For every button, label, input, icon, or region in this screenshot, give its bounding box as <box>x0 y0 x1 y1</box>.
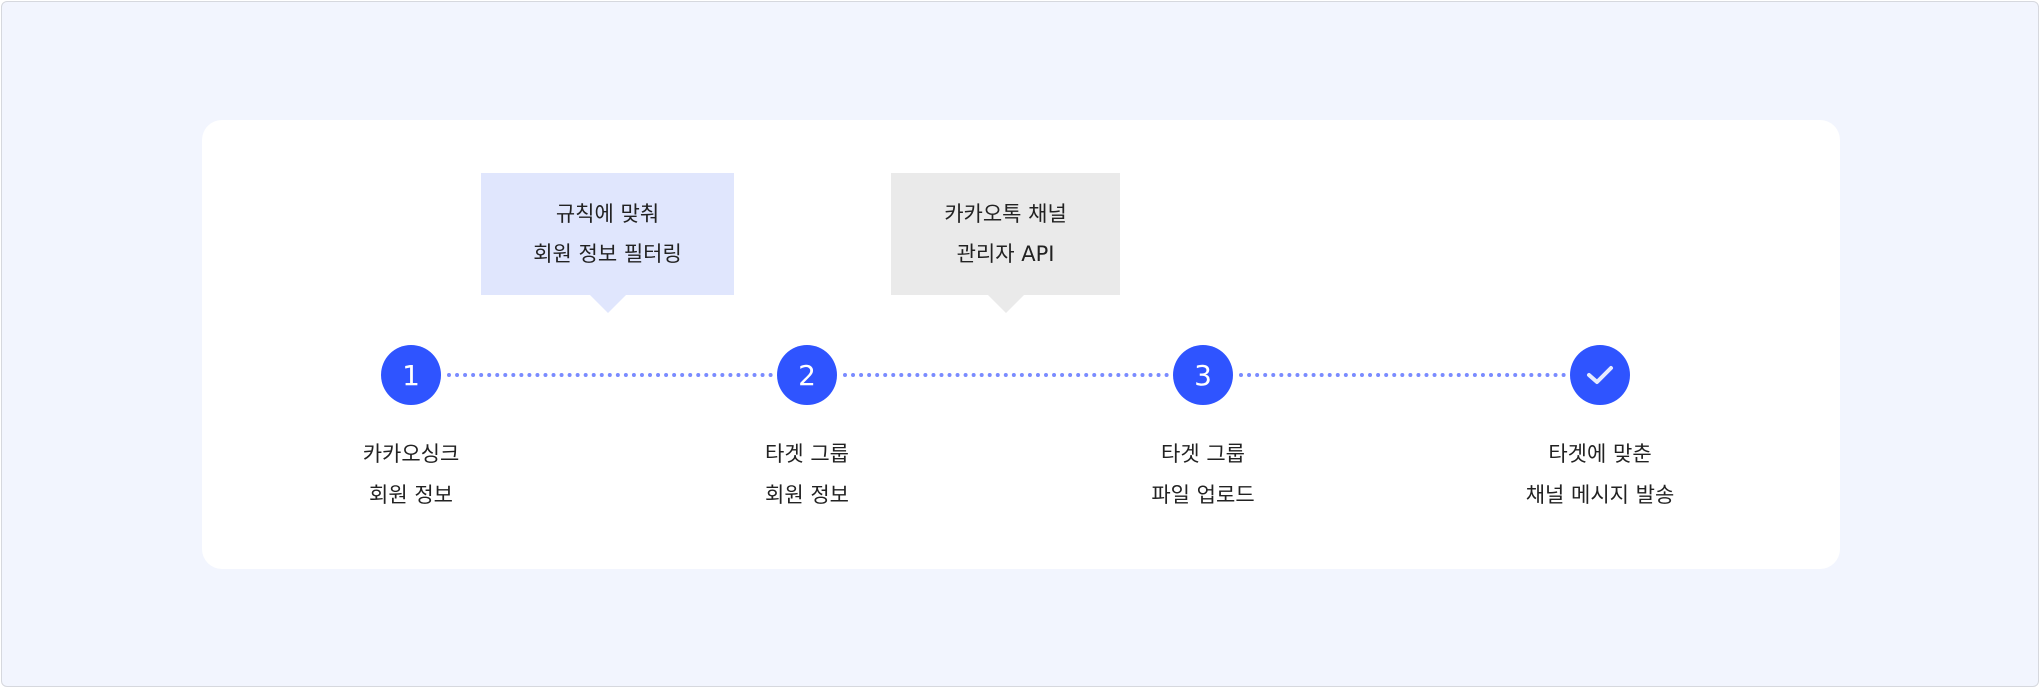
connector-3-4 <box>1239 373 1566 377</box>
step-label-line: 회원 정보 <box>369 483 453 507</box>
connector-2-3 <box>843 373 1169 377</box>
callout-line: 관리자 API <box>956 242 1055 266</box>
step-label-line: 타겟 그룹 <box>765 442 849 466</box>
step-label-line: 회원 정보 <box>765 483 849 507</box>
callout-line: 규칙에 맞춰 <box>555 202 660 226</box>
step-label-4: 타겟에 맞춘 채널 메시지 발송 <box>1470 434 1730 516</box>
step-marker-1: 1 <box>381 345 441 405</box>
callout-channel-api: 카카오톡 채널 관리자 API <box>891 173 1120 313</box>
step-marker-complete <box>1570 345 1630 405</box>
step-label-2: 타겟 그룹 회원 정보 <box>677 434 937 516</box>
step-label-1: 카카오싱크 회원 정보 <box>281 434 541 516</box>
callout-filtering: 규칙에 맞춰 회원 정보 필터링 <box>481 173 734 313</box>
callout-line: 회원 정보 필터링 <box>533 242 682 266</box>
callout-line: 카카오톡 채널 <box>944 202 1067 226</box>
check-icon <box>1587 366 1613 384</box>
step-label-line: 타겟 그룹 <box>1161 442 1245 466</box>
step-label-3: 타겟 그룹 파일 업로드 <box>1073 434 1333 516</box>
connector-1-2 <box>447 373 773 377</box>
step-label-line: 파일 업로드 <box>1151 483 1255 507</box>
step-marker-3: 3 <box>1173 345 1233 405</box>
step-marker-2: 2 <box>777 345 837 405</box>
step-label-line: 채널 메시지 발송 <box>1525 483 1675 507</box>
step-label-line: 카카오싱크 <box>362 442 460 466</box>
step-label-line: 타겟에 맞춘 <box>1548 442 1652 466</box>
